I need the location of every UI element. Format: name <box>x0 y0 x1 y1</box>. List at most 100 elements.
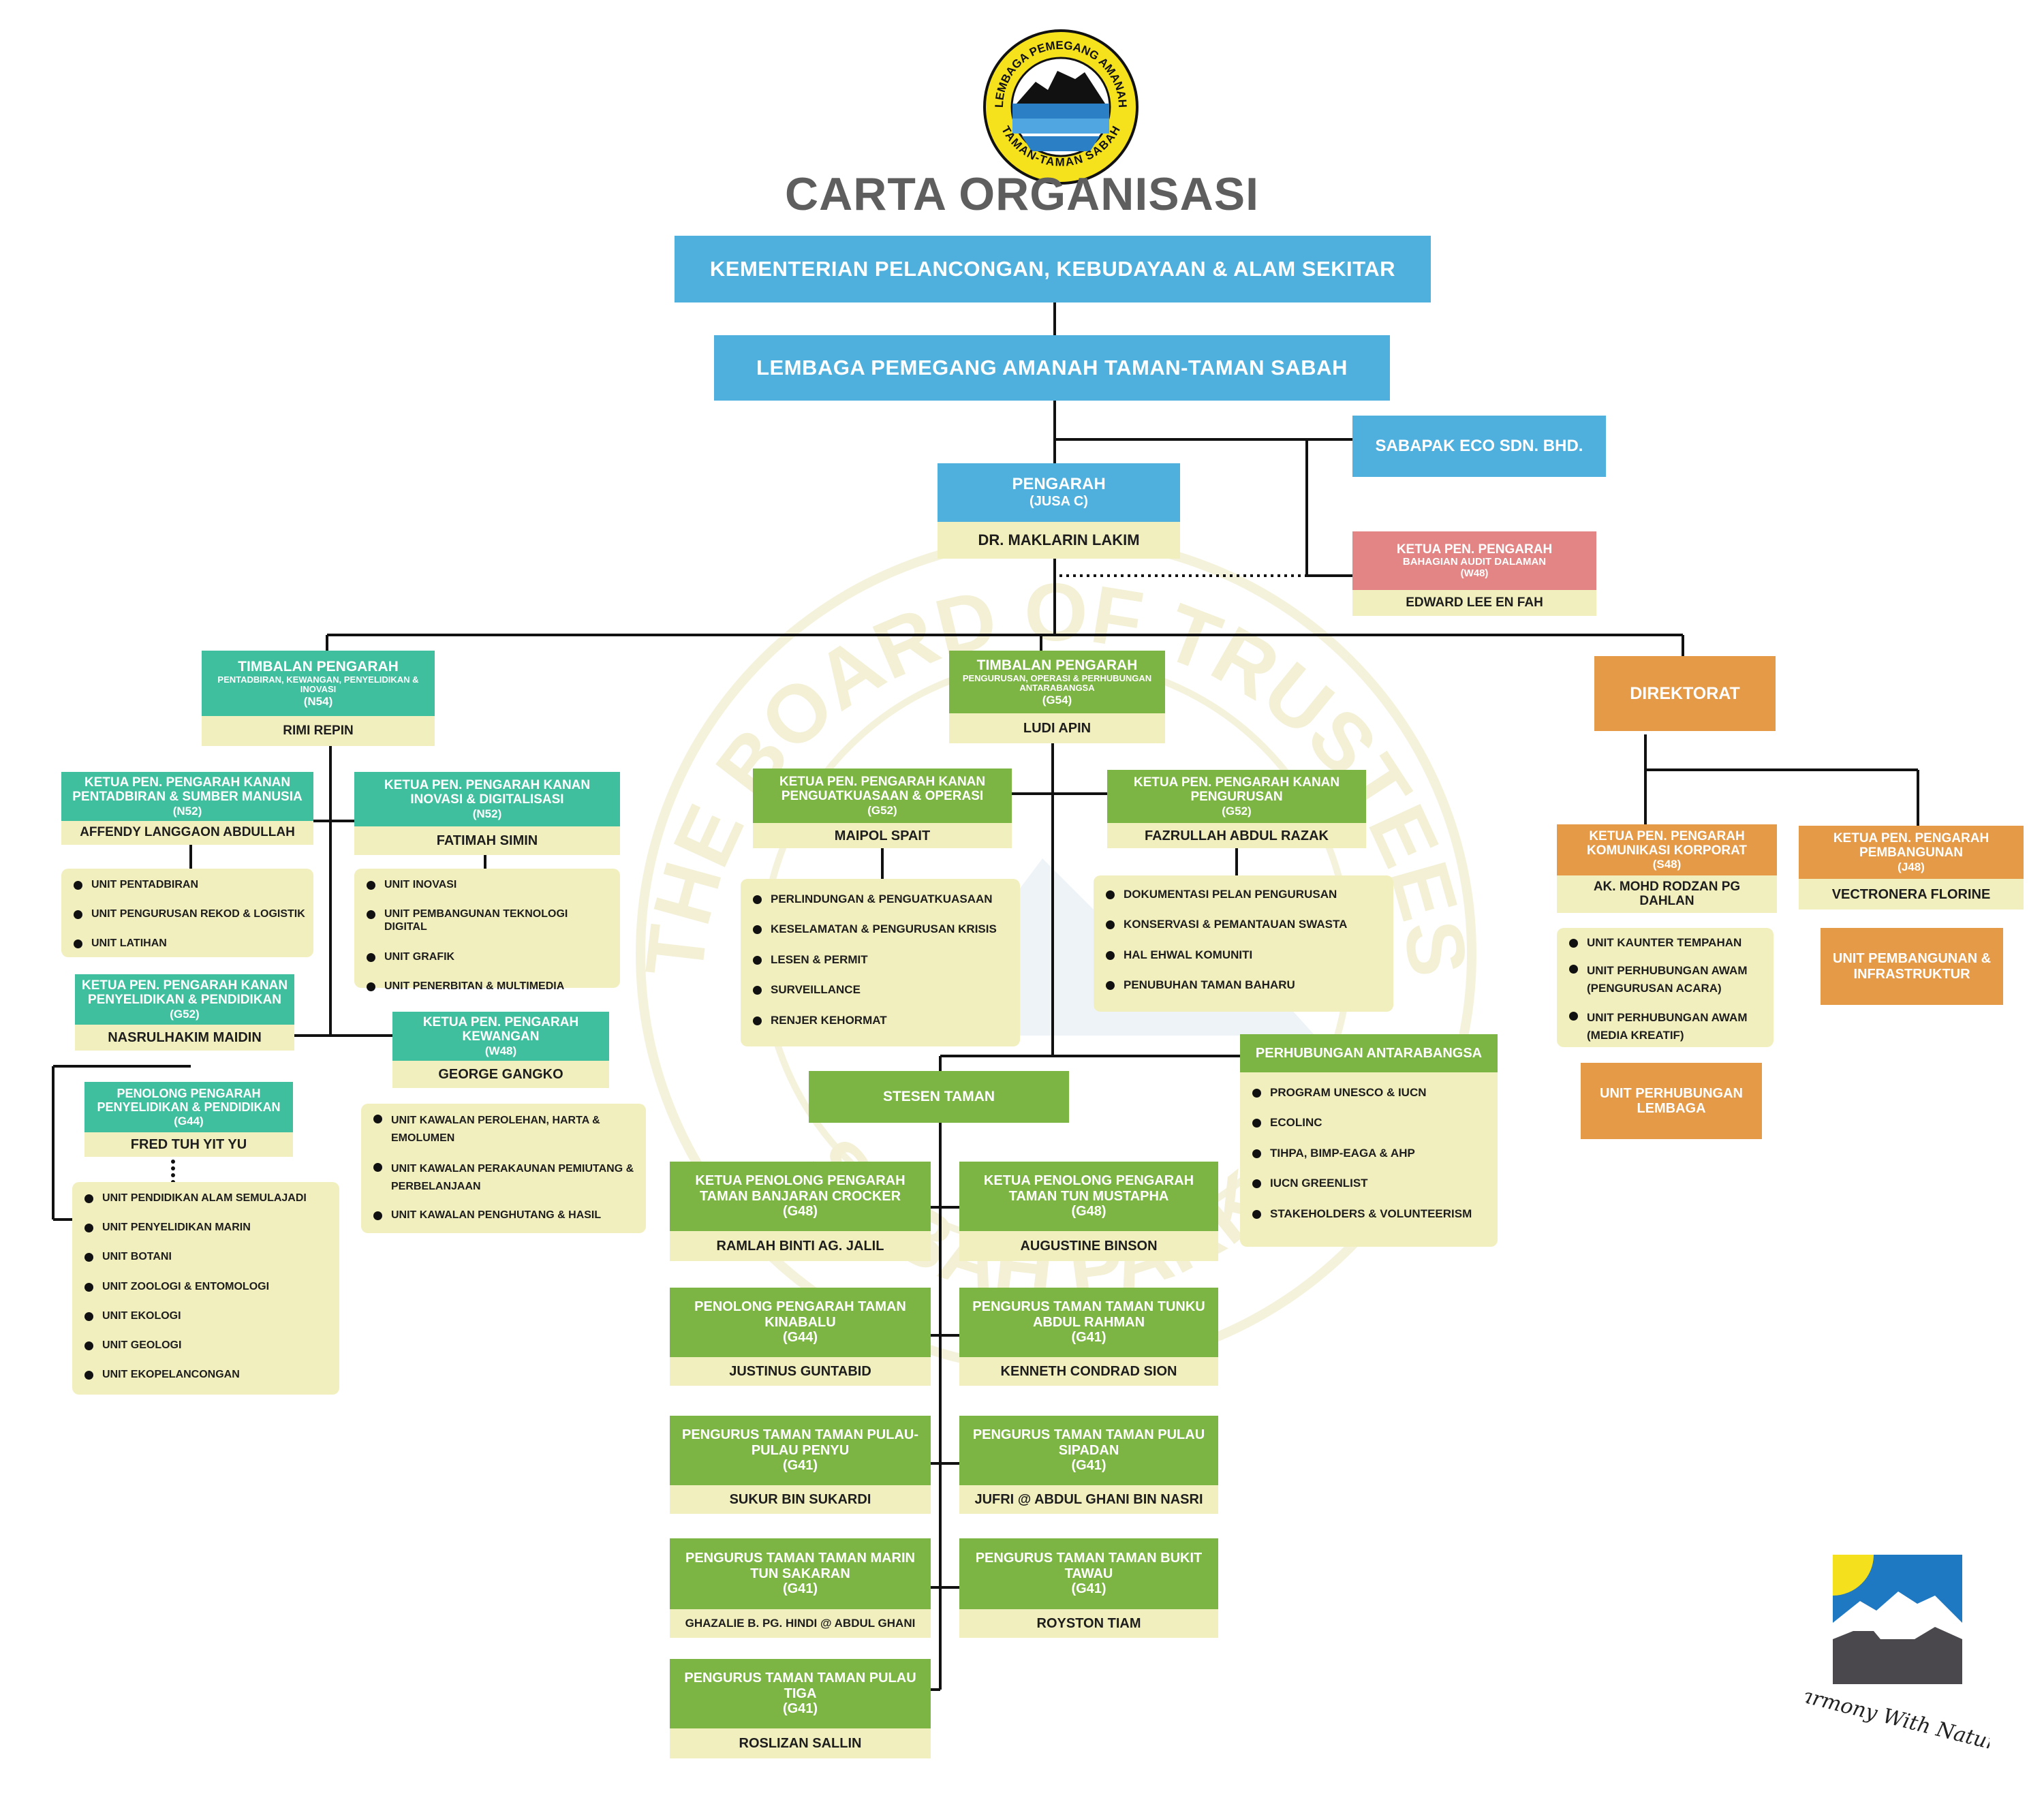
station-title: PENGURUS TAMAN TAMAN MARIN TUN SAKARAN <box>685 1551 915 1581</box>
station-box: PENGURUS TAMAN TAMAN TUNKU ABDUL RAHMAN … <box>959 1288 1218 1357</box>
list-item: KONSERVASI & PEMANTAUAN SWASTA <box>1106 918 1387 931</box>
station-grade: (G41) <box>782 1458 818 1474</box>
station-name: KENNETH CONDRAD SION <box>959 1357 1218 1386</box>
finance-units: UNIT KAWALAN PEROLEHAN, HARTA & EMOLUMEN… <box>361 1104 646 1233</box>
innovation-units: UNIT INOVASI UNIT PEMBANGUNAN TEKNOLOGI … <box>354 869 620 992</box>
enforcement-name: MAIPOL SPAIT <box>753 823 1012 848</box>
station-name: GHAZALIE B. PG. HINDI @ ABDUL GHANI <box>670 1609 931 1638</box>
station-grade: (G48) <box>782 1204 818 1220</box>
audit-box: KETUA PEN. PENGARAH BAHAGIAN AUDIT DALAM… <box>1352 531 1596 590</box>
admin-hr-units: UNIT PENTADBIRAN UNIT PENGURUSAN REKOD &… <box>61 869 313 957</box>
list-item: UNIT KAWALAN PEROLEHAN, HARTA & EMOLUMEN <box>373 1112 639 1147</box>
station-box: PENOLONG PENGARAH TAMAN KINABALU (G44) <box>670 1288 931 1357</box>
development-extra-box: UNIT PEMBANGUNAN & INFRASTRUKTUR <box>1821 928 2003 1005</box>
research-name: NASRULHAKIM MAIDIN <box>75 1025 294 1051</box>
finance-title: KETUA PEN. PENGARAH KEWANGAN <box>422 1015 579 1044</box>
research-asst-grade: (G44) <box>174 1114 204 1128</box>
list-item: IUCN GREENLIST <box>1252 1177 1491 1190</box>
enforcement-grade: (G52) <box>867 803 897 817</box>
research-asst-name: FRED TUH YIT YU <box>84 1132 293 1157</box>
list-item: UNIT KAWALAN PENGHUTANG & HASIL <box>373 1209 639 1222</box>
station-name: ROSLIZAN SALLIN <box>670 1728 931 1758</box>
admin-hr-grade: (N52) <box>172 804 202 818</box>
innovation-grade: (N52) <box>472 807 502 820</box>
station-box: PENGURUS TAMAN TAMAN MARIN TUN SAKARAN (… <box>670 1538 931 1609</box>
finance-name: GEORGE GANGKO <box>392 1061 609 1088</box>
list-item: STAKEHOLDERS & VOLUNTEERISM <box>1252 1207 1491 1221</box>
deputy-admin-grade: (N54) <box>303 694 333 708</box>
audit-title: KETUA PEN. PENGARAH <box>1396 542 1553 557</box>
corporate-grade: (S48) <box>1652 858 1682 871</box>
director-box: PENGARAH (JUSA C) <box>938 463 1180 522</box>
management-grade: (G52) <box>1222 804 1252 818</box>
research-box: KETUA PEN. PENGARAH KANAN PENYELIDIKAN &… <box>75 974 294 1025</box>
management-box: KETUA PEN. PENGARAH KANAN PENGURUSAN (G5… <box>1107 770 1366 823</box>
harmony-tagline: Harmony With Nature <box>1806 1683 1989 1758</box>
list-item: TIHPA, BIMP-EAGA & AHP <box>1252 1147 1491 1160</box>
list-item: DOKUMENTASI PELAN PENGURUSAN <box>1106 888 1387 901</box>
station-box: PENGURUS TAMAN TAMAN BUKIT TAWAU (G41) <box>959 1538 1218 1609</box>
station-box: PENGURUS TAMAN TAMAN PULAU TIGA (G41) <box>670 1659 931 1728</box>
admin-hr-title: KETUA PEN. PENGARAH KANAN PENTADBIRAN & … <box>72 775 303 805</box>
deputy-admin-sub: PENTADBIRAN, KEWANGAN, PENYELIDIKAN & IN… <box>217 674 419 695</box>
station-name: JUFRI @ ABDUL GHANI BIN NASRI <box>959 1485 1218 1514</box>
list-item: KESELAMATAN & PENGURUSAN KRISIS <box>753 922 1013 936</box>
station-box: PENGURUS TAMAN TAMAN PULAU SIPADAN (G41) <box>959 1416 1218 1485</box>
list-item: UNIT EKOPELANCONGAN <box>84 1368 332 1381</box>
list-item: PENUBUHAN TAMAN BAHARU <box>1106 978 1387 992</box>
corporate-units: UNIT KAUNTER TEMPAHAN UNIT PERHUBUNGAN A… <box>1557 928 1774 1047</box>
development-title: KETUA PEN. PENGARAH PEMBANGUNAN <box>1833 831 1989 860</box>
director-title: PENGARAH <box>1012 475 1106 494</box>
list-item: UNIT KAUNTER TEMPAHAN <box>1569 936 1767 950</box>
station-grade: (G44) <box>782 1330 818 1346</box>
list-item: UNIT PENTADBIRAN <box>74 878 307 891</box>
deputy-admin-title: TIMBALAN PENGARAH <box>238 659 399 675</box>
development-grade: (J48) <box>1898 860 1925 873</box>
list-item: PERLINDUNGAN & PENGUATKUASAAN <box>753 892 1013 906</box>
station-name: ROYSTON TIAM <box>959 1609 1218 1638</box>
ministry-box: KEMENTERIAN PELANCONGAN, KEBUDAYAAN & AL… <box>675 236 1431 302</box>
board-label: LEMBAGA PEMEGANG AMANAH TAMAN-TAMAN SABA… <box>756 355 1348 379</box>
station-title: PENGURUS TAMAN TAMAN PULAU TIGA <box>684 1671 916 1701</box>
directorate-title: DIREKTORAT <box>1630 684 1740 703</box>
station-name: JUSTINUS GUNTABID <box>670 1357 931 1386</box>
deputy-mgmt-grade: (G54) <box>1042 693 1072 706</box>
finance-grade: (W48) <box>484 1044 517 1057</box>
list-item: UNIT GEOLOGI <box>84 1339 332 1352</box>
station-grade: (G41) <box>1071 1458 1106 1474</box>
enforcement-box: KETUA PEN. PENGARAH KANAN PENGUATKUASAAN… <box>753 768 1012 823</box>
station-name: RAMLAH BINTI AG. JALIL <box>670 1231 931 1261</box>
research-units: UNIT PENDIDIKAN ALAM SEMULAJADI UNIT PEN… <box>72 1182 339 1395</box>
station-box: PENGURUS TAMAN TAMAN PULAU-PULAU PENYU (… <box>670 1416 931 1485</box>
corporate-name: AK. MOHD RODZAN PG DAHLAN <box>1557 875 1777 913</box>
international-units: PROGRAM UNESCO & IUCN ECOLINC TIHPA, BIM… <box>1240 1072 1498 1247</box>
list-item: PROGRAM UNESCO & IUCN <box>1252 1086 1491 1100</box>
audit-name: EDWARD LEE EN FAH <box>1352 590 1596 616</box>
station-title: KETUA PENOLONG PENGARAH TAMAN BANJARAN C… <box>695 1173 905 1204</box>
deputy-mgmt-title: TIMBALAN PENGARAH <box>976 657 1138 674</box>
enforcement-title: KETUA PEN. PENGARAH KANAN PENGUATKUASAAN… <box>779 775 986 804</box>
international-title: PERHUBUNGAN ANTARABANGSA <box>1255 1045 1483 1061</box>
list-item: UNIT PENDIDIKAN ALAM SEMULAJADI <box>84 1192 332 1205</box>
deputy-mgmt-sub: PENGURUSAN, OPERASI & PERHUBUNGAN ANTARA… <box>962 672 1152 694</box>
list-item: UNIT LATIHAN <box>74 937 307 950</box>
audit-grade: (W48) <box>1460 567 1489 579</box>
list-item: LESEN & PERMIT <box>753 953 1013 967</box>
finance-box: KETUA PEN. PENGARAH KEWANGAN (W48) <box>392 1012 609 1061</box>
list-item: UNIT PERHUBUNGAN AWAM (PENGURUSAN ACARA) <box>1569 962 1767 997</box>
research-asst-title: PENOLONG PENGARAH PENYELIDIKAN & PENDIDI… <box>97 1087 281 1115</box>
research-title: KETUA PEN. PENGARAH KANAN PENYELIDIKAN &… <box>81 978 288 1008</box>
station-title: PENOLONG PENGARAH TAMAN KINABALU <box>694 1299 906 1330</box>
management-name: FAZRULLAH ABDUL RAZAK <box>1107 823 1366 848</box>
admin-hr-box: KETUA PEN. PENGARAH KANAN PENTADBIRAN & … <box>61 772 313 821</box>
director-grade: (JUSA C) <box>1029 494 1088 510</box>
board-box: LEMBAGA PEMEGANG AMANAH TAMAN-TAMAN SABA… <box>714 335 1390 401</box>
sabapak-box: SABAPAK ECO SDN. BHD. <box>1352 416 1606 477</box>
page-title: CARTA ORGANISASI <box>785 168 1259 220</box>
corporate-extra-box: UNIT PERHUBUNGAN LEMBAGA <box>1581 1063 1762 1139</box>
station-box: KETUA PENOLONG PENGARAH TAMAN BANJARAN C… <box>670 1162 931 1231</box>
harmony-logo <box>1833 1555 1962 1684</box>
list-item: UNIT INOVASI <box>367 878 613 891</box>
station-grade: (G41) <box>782 1581 818 1597</box>
innovation-title: KETUA PEN. PENGARAH KANAN INOVASI & DIGI… <box>384 778 591 807</box>
